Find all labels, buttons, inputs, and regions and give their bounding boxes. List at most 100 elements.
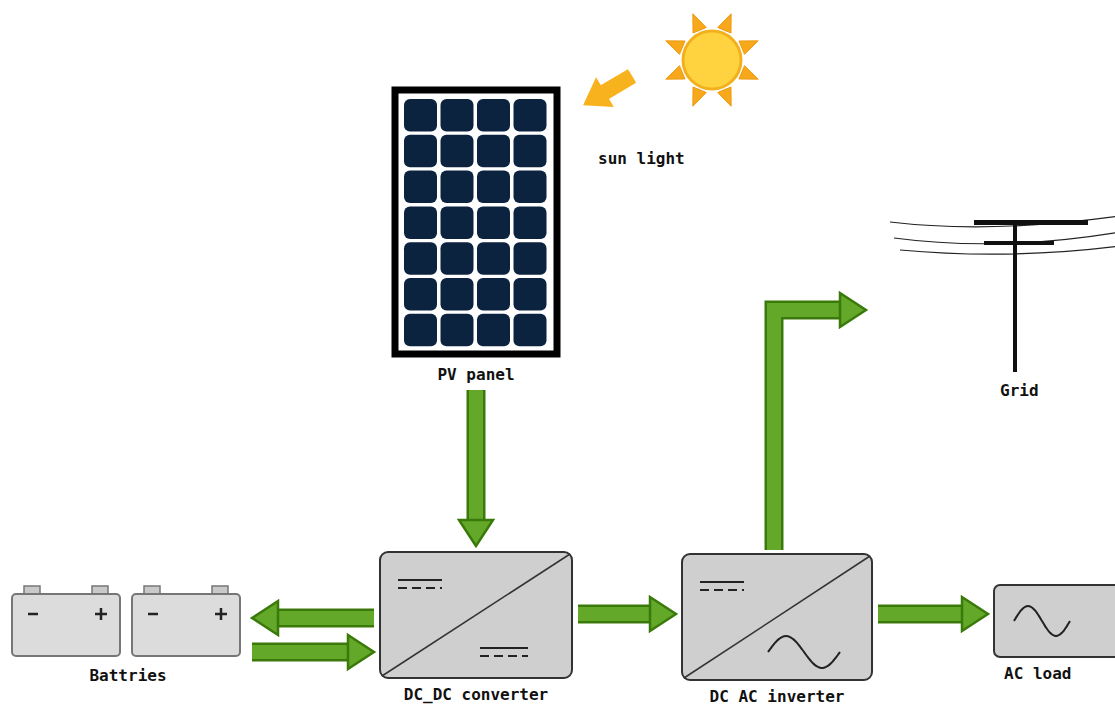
arrow-head	[650, 597, 676, 631]
ac-load-icon	[992, 583, 1115, 659]
arrow-shaft-outline	[252, 643, 348, 662]
arrow-head	[348, 635, 374, 669]
power-grid-icon	[870, 200, 1115, 376]
arrow-head	[459, 520, 493, 546]
cross-arm	[974, 220, 1088, 225]
power-flow-arrow	[878, 597, 988, 631]
pole	[1013, 220, 1017, 372]
pv-cell	[477, 99, 510, 132]
ac-sine	[1014, 606, 1070, 636]
sun-ray	[739, 66, 758, 79]
pv-cell	[441, 242, 474, 275]
battery-body	[12, 594, 120, 656]
dc-line	[480, 647, 528, 649]
sun-disc	[683, 31, 741, 89]
pv-panel: PV panel	[380, 86, 572, 386]
arrow-shaft	[469, 390, 483, 520]
pv-cell	[441, 314, 474, 347]
arrow-shaft	[578, 607, 650, 621]
power-wire	[900, 246, 1115, 254]
panel-frame	[395, 90, 557, 354]
node-label: DC_DC converter	[378, 684, 574, 706]
pv-cell	[514, 242, 547, 275]
arrow-head	[585, 80, 612, 106]
dc-line	[398, 579, 442, 581]
pv-cell	[514, 135, 547, 168]
arrow-label: sun light	[598, 148, 685, 170]
diagonal	[382, 554, 570, 676]
pv-cell	[477, 314, 510, 347]
plus-sign	[220, 608, 223, 620]
dc-dc-converter: DC_DC converter	[378, 550, 574, 706]
node-label: Grid	[870, 380, 1115, 402]
pv-cell	[404, 242, 437, 275]
arrow-shaft	[878, 607, 962, 621]
load-box	[994, 585, 1115, 657]
sun-ray	[666, 41, 685, 54]
pv-cell	[514, 99, 547, 132]
minus-sign	[148, 613, 158, 616]
arrow-shaft-outline	[578, 605, 650, 624]
pv-cell	[514, 171, 547, 204]
dc-ac-inverter: DC AC inverter	[680, 552, 874, 708]
arrow-shaft-outline	[467, 390, 486, 520]
pv-cell	[477, 278, 510, 311]
arrow-shaft	[278, 611, 374, 625]
power-wire	[890, 216, 1115, 227]
ac-load: AC load	[992, 583, 1115, 685]
pv-cell	[477, 206, 510, 239]
pv-cell	[477, 171, 510, 204]
arrow-shaft	[774, 310, 840, 550]
power-grid: Grid	[870, 200, 1115, 402]
pv-cell	[404, 135, 437, 168]
pv-cell	[477, 135, 510, 168]
pv-panel-icon	[380, 86, 572, 360]
sun-ray	[666, 66, 685, 79]
arrow-head	[840, 293, 866, 327]
pv-cell	[404, 314, 437, 347]
dc-ac-inverter-icon	[680, 552, 874, 682]
inverter-box	[682, 554, 872, 680]
pv-cell	[404, 99, 437, 132]
pv-cell	[441, 171, 474, 204]
arrow-head	[252, 601, 278, 635]
node-label: DC AC inverter	[680, 686, 874, 708]
ac-sine	[768, 636, 840, 668]
pv-cell	[404, 278, 437, 311]
node-label: AC load	[992, 663, 1115, 685]
pv-cell	[441, 99, 474, 132]
power-flow-arrow	[459, 390, 493, 546]
battery-pack-icon	[8, 581, 248, 661]
sun-ray	[693, 14, 706, 33]
plus-sign	[100, 608, 103, 620]
arrow-shaft-outline	[278, 609, 374, 628]
pv-cell	[441, 278, 474, 311]
power-flow-arrow	[774, 293, 866, 550]
pv-cell	[441, 135, 474, 168]
sun-ray	[718, 87, 731, 106]
arrow-shaft	[252, 645, 348, 659]
arrow-shaft-outline	[774, 310, 840, 550]
arrow-shaft	[604, 76, 632, 93]
pv-cell	[514, 314, 547, 347]
dc-dc-converter-icon	[378, 550, 574, 680]
converter-box	[380, 552, 572, 678]
sun-ray	[718, 14, 731, 33]
sun-ray	[739, 41, 758, 54]
node-label: PV panel	[380, 364, 572, 386]
dc-dash	[700, 589, 744, 591]
dc-dash	[480, 655, 528, 657]
arrow-shaft-outline	[604, 76, 632, 93]
pv-cell	[514, 278, 547, 311]
dc-dash	[398, 587, 442, 589]
minus-sign	[28, 613, 38, 616]
pv-cell	[404, 171, 437, 204]
arrow-shaft-outline	[878, 605, 962, 624]
diagonal	[684, 556, 870, 678]
pv-cell	[514, 206, 547, 239]
pv-cell	[404, 206, 437, 239]
power-flow-arrow	[252, 635, 374, 669]
dc-line	[700, 581, 744, 583]
battery-pack: Battries	[8, 581, 248, 687]
